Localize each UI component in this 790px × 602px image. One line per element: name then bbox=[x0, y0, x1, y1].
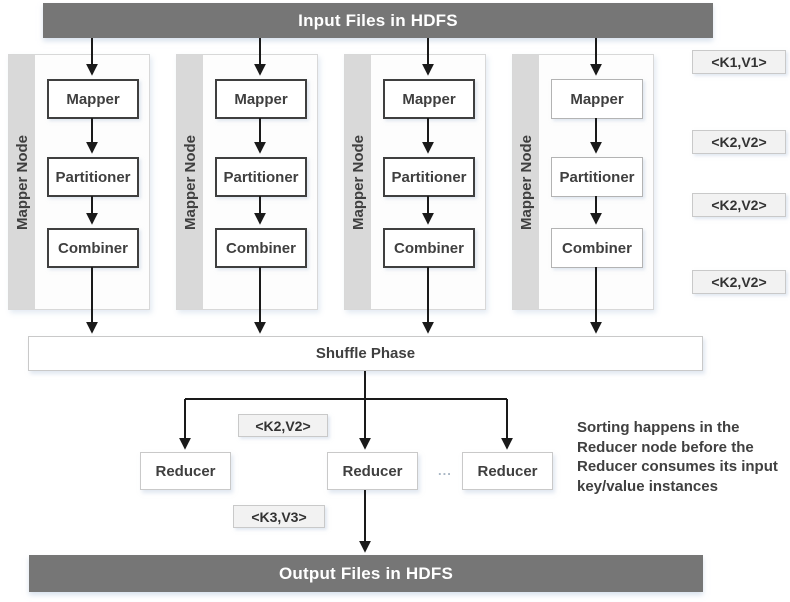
mapper-node-label: Mapper Node bbox=[181, 134, 199, 230]
shuffle-phase-box: Shuffle Phase bbox=[28, 336, 703, 371]
mapper-node-label: Mapper Node bbox=[517, 134, 535, 230]
sorting-note-line: Reducer node before the bbox=[577, 438, 754, 456]
mapper-node-strip: Mapper Node bbox=[513, 55, 539, 309]
mapper-node-strip: Mapper Node bbox=[9, 55, 35, 309]
reducer-ellipsis: ... bbox=[438, 463, 452, 478]
sorting-note: Sorting happens in the Reducer node befo… bbox=[577, 418, 787, 496]
mapper-node-label: Mapper Node bbox=[13, 134, 31, 230]
partitioner-box: Partitioner bbox=[215, 157, 307, 197]
combiner-box: Combiner bbox=[551, 228, 643, 268]
sorting-note-line: Reducer consumes its input bbox=[577, 458, 778, 475]
mapper-node-column-3: Mapper Node Mapper Partitioner Combiner bbox=[344, 54, 486, 310]
combiner-box: Combiner bbox=[215, 228, 307, 268]
reducer-box-1: Reducer bbox=[140, 452, 231, 490]
mapper-node-column-1: Mapper Node Mapper Partitioner Combiner bbox=[8, 54, 150, 310]
kv-label-k2v2-mid: <K2,V2> bbox=[238, 414, 328, 437]
sorting-note-line: Sorting happens in the bbox=[577, 419, 740, 436]
mapper-node-column-2: Mapper Node Mapper Partitioner Combiner bbox=[176, 54, 318, 310]
input-files-banner: Input Files in HDFS bbox=[43, 3, 713, 38]
kv-label-k1v1: <K1,V1> bbox=[692, 50, 786, 74]
mapper-box: Mapper bbox=[47, 79, 139, 119]
mapper-box: Mapper bbox=[215, 79, 307, 119]
kv-label-k2v2-2: <K2,V2> bbox=[692, 193, 786, 217]
combiner-box: Combiner bbox=[383, 228, 475, 268]
mapper-node-column-4: Mapper Node Mapper Partitioner Combiner bbox=[512, 54, 654, 310]
mapper-node-strip: Mapper Node bbox=[345, 55, 371, 309]
kv-label-k2v2-1: <K2,V2> bbox=[692, 130, 786, 154]
partitioner-box: Partitioner bbox=[47, 157, 139, 197]
mapper-node-strip: Mapper Node bbox=[177, 55, 203, 309]
mapper-node-label: Mapper Node bbox=[349, 134, 367, 230]
kv-label-k3v3-mid: <K3,V3> bbox=[233, 505, 325, 528]
reducer-box-3: Reducer bbox=[462, 452, 553, 490]
partitioner-box: Partitioner bbox=[383, 157, 475, 197]
combiner-box: Combiner bbox=[47, 228, 139, 268]
mapper-box: Mapper bbox=[383, 79, 475, 119]
output-files-banner: Output Files in HDFS bbox=[29, 555, 703, 592]
partitioner-box: Partitioner bbox=[551, 157, 643, 197]
mapper-box: Mapper bbox=[551, 79, 643, 119]
reducer-box-2: Reducer bbox=[327, 452, 418, 490]
kv-label-k2v2-3: <K2,V2> bbox=[692, 270, 786, 294]
sorting-note-line: key/value instances bbox=[577, 477, 718, 495]
